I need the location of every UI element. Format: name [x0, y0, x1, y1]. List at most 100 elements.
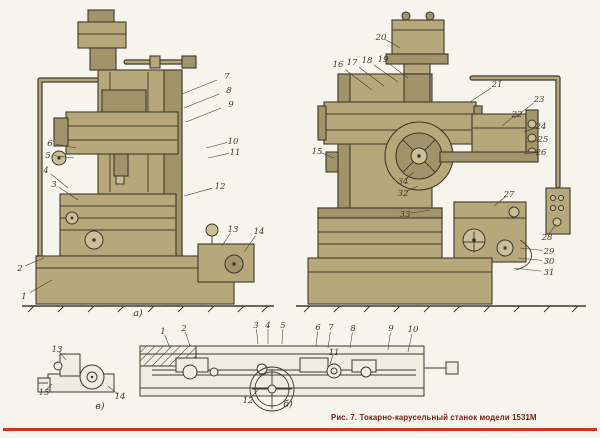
leader-line — [243, 235, 256, 253]
side-bracket — [325, 151, 339, 173]
callout-plan-section-5: 5 — [280, 321, 285, 331]
pendant-control — [545, 187, 571, 235]
callout-front-elevation-16: 16 — [333, 60, 344, 70]
leader-line — [525, 139, 540, 143]
leader-line — [107, 385, 118, 395]
callout-front-elevation-23: 23 — [533, 95, 545, 105]
callout-front-elevation-18: 18 — [362, 56, 373, 66]
head-cap — [87, 9, 115, 23]
leader-line — [45, 383, 53, 391]
callout-plan-section-3: 3 — [253, 321, 258, 331]
drive-motor — [391, 19, 445, 55]
leader-line — [407, 334, 413, 353]
leader-line — [185, 331, 191, 347]
leader-line — [53, 155, 75, 159]
callout-left-elevation-12: 12 — [215, 182, 226, 192]
callout-front-elevation-30: 30 — [544, 257, 555, 267]
leader-line — [513, 267, 542, 272]
callout-detail-15: 15 — [39, 388, 50, 398]
leader-line — [25, 257, 45, 267]
callout-front-elevation-29: 29 — [543, 247, 555, 257]
leader-line — [513, 102, 534, 119]
machine-base — [307, 257, 493, 305]
leader-line — [30, 279, 53, 293]
gauge — [205, 223, 219, 237]
callout-plan-section-6: 6 — [315, 323, 321, 333]
view-label: в) — [95, 401, 105, 412]
callout-detail-13: 13 — [52, 345, 63, 355]
leader-line — [185, 107, 222, 123]
plan-view-drawing — [139, 345, 459, 412]
head-neck — [89, 47, 117, 71]
leader-line — [373, 64, 399, 83]
tool-holder — [113, 153, 129, 177]
leader-line — [205, 142, 228, 149]
leader-line — [519, 247, 543, 251]
leader-line — [221, 232, 231, 247]
callout-front-elevation-34: 34 — [398, 177, 409, 187]
callout-left-elevation-7: 7 — [224, 72, 230, 82]
callout-front-elevation-21: 21 — [491, 80, 503, 90]
leader-line — [387, 332, 391, 351]
leader-line — [406, 185, 419, 192]
valve — [149, 55, 161, 69]
left-view-drawing — [22, 9, 274, 313]
top-head — [77, 21, 127, 49]
leader-line — [50, 173, 69, 189]
leader-line — [183, 93, 220, 109]
vertical-slide — [101, 89, 147, 115]
leader-line — [493, 196, 506, 207]
callout-front-elevation-25: 25 — [537, 135, 549, 145]
callout-front-elevation-19: 19 — [378, 55, 389, 65]
leader-line — [181, 79, 218, 95]
view-label: а) — [133, 308, 143, 319]
figure-caption: Рис. 7. Токарно-карусельный станок модел… — [331, 413, 537, 422]
front-view-drawing — [296, 11, 586, 313]
accent-rule — [3, 428, 597, 431]
leader-line — [55, 143, 77, 149]
leader-line — [58, 351, 67, 361]
callout-left-elevation-11: 11 — [230, 148, 241, 158]
leader-line — [329, 354, 334, 365]
leader-line — [315, 331, 318, 347]
callout-left-elevation-13: 13 — [228, 225, 239, 235]
table-housing — [59, 193, 177, 257]
leader-line — [207, 153, 230, 159]
callout-left-elevation-14: 14 — [254, 227, 265, 237]
detail-view-drawing — [37, 353, 115, 393]
callout-front-elevation-28: 28 — [541, 233, 553, 243]
leader-line — [349, 332, 353, 349]
leader-line — [517, 257, 543, 261]
callout-plan-section-12: 12 — [243, 396, 254, 406]
leader-line — [388, 62, 409, 79]
callout-plan-section-1: 1 — [160, 327, 165, 337]
gauge — [508, 206, 520, 218]
callout-plan-section-2: 2 — [180, 324, 186, 334]
leader-line — [548, 223, 557, 235]
callout-front-elevation-15: 15 — [312, 147, 323, 157]
leader-line — [385, 39, 401, 49]
leader-line — [183, 187, 213, 197]
pipe-fitting — [181, 55, 197, 69]
callout-plan-section-9: 9 — [388, 324, 394, 334]
callout-front-elevation-22: 22 — [511, 110, 523, 120]
callout-front-elevation-20: 20 — [375, 33, 387, 43]
leader-line — [59, 187, 79, 201]
leader-line — [523, 127, 538, 133]
leader-line — [405, 171, 415, 180]
callout-front-elevation-17: 17 — [347, 58, 358, 68]
leader-line — [501, 116, 514, 127]
leader-line — [281, 329, 284, 345]
callout-left-elevation-10: 10 — [228, 137, 239, 147]
leader-line — [523, 152, 538, 155]
callout-front-elevation-27: 27 — [503, 190, 515, 200]
callout-plan-section-4: 4 — [264, 321, 270, 331]
leader-line — [358, 67, 385, 87]
leader-line — [320, 152, 335, 159]
callout-plan-section-8: 8 — [350, 324, 356, 334]
leader-line — [164, 334, 171, 349]
callout-left-elevation-5: 5 — [45, 151, 50, 161]
view-label: б) — [283, 399, 293, 410]
